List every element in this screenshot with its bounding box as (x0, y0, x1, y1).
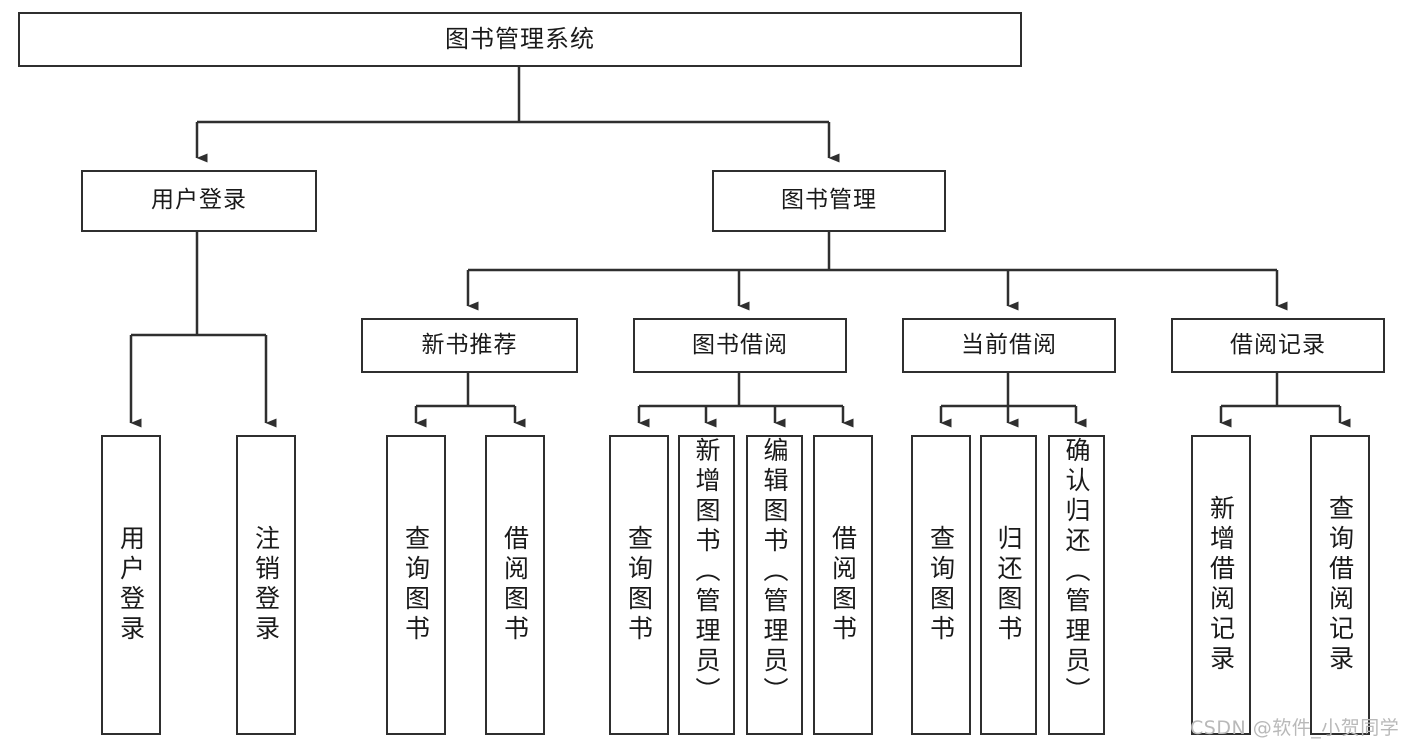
node-new-book-recommend[interactable]: 新书推荐 (361, 318, 578, 373)
node-label: 查询图书 (624, 525, 654, 645)
node-root-system[interactable]: 图书管理系统 (18, 12, 1022, 67)
node-label: 归还图书 (994, 525, 1023, 645)
leaf-return-book[interactable]: 归还图书 (980, 435, 1037, 735)
node-label: 用户登录 (116, 525, 146, 645)
leaf-borrow-book[interactable]: 借阅图书 (813, 435, 873, 735)
node-label: 借阅记录 (1230, 331, 1326, 358)
node-label: 新增图书（管理员） (692, 437, 721, 707)
leaf-confirm-return-admin[interactable]: 确认归还（管理员） (1048, 435, 1105, 735)
node-label: 当前借阅 (961, 331, 1057, 358)
node-user-login[interactable]: 用户登录 (81, 170, 317, 232)
csdn-watermark: CSDN @软件_小贺同学 (1190, 717, 1400, 739)
node-label: 借阅图书 (500, 525, 530, 645)
node-current-borrow[interactable]: 当前借阅 (902, 318, 1116, 373)
node-label: 用户登录 (151, 187, 247, 214)
node-label: 图书借阅 (692, 331, 788, 358)
node-label: 借阅图书 (828, 525, 858, 645)
node-label: 查询借阅记录 (1325, 495, 1355, 675)
leaf-query-book-recommend[interactable]: 查询图书 (386, 435, 446, 735)
node-label: 新书推荐 (421, 331, 518, 358)
node-book-borrow[interactable]: 图书借阅 (633, 318, 847, 373)
leaf-borrow-book-recommend[interactable]: 借阅图书 (485, 435, 545, 735)
node-label: 图书管理系统 (445, 25, 595, 54)
leaf-edit-book-admin[interactable]: 编辑图书（管理员） (746, 435, 803, 735)
node-book-management[interactable]: 图书管理 (712, 170, 946, 232)
leaf-add-book-admin[interactable]: 新增图书（管理员） (678, 435, 735, 735)
node-borrow-record[interactable]: 借阅记录 (1171, 318, 1385, 373)
leaf-user-login[interactable]: 用户登录 (101, 435, 161, 735)
node-label: 图书管理 (781, 187, 877, 214)
node-label: 确认归还（管理员） (1062, 437, 1091, 707)
leaf-query-borrow-record[interactable]: 查询借阅记录 (1310, 435, 1370, 735)
node-label: 查询图书 (926, 525, 956, 645)
node-label: 编辑图书（管理员） (760, 437, 789, 707)
node-label: 新增借阅记录 (1206, 495, 1236, 675)
leaf-query-book-borrow[interactable]: 查询图书 (609, 435, 669, 735)
leaf-query-book-current[interactable]: 查询图书 (911, 435, 971, 735)
leaf-add-borrow-record[interactable]: 新增借阅记录 (1191, 435, 1251, 735)
node-label: 注销登录 (251, 525, 281, 645)
node-label: 查询图书 (401, 525, 431, 645)
leaf-user-logout[interactable]: 注销登录 (236, 435, 296, 735)
